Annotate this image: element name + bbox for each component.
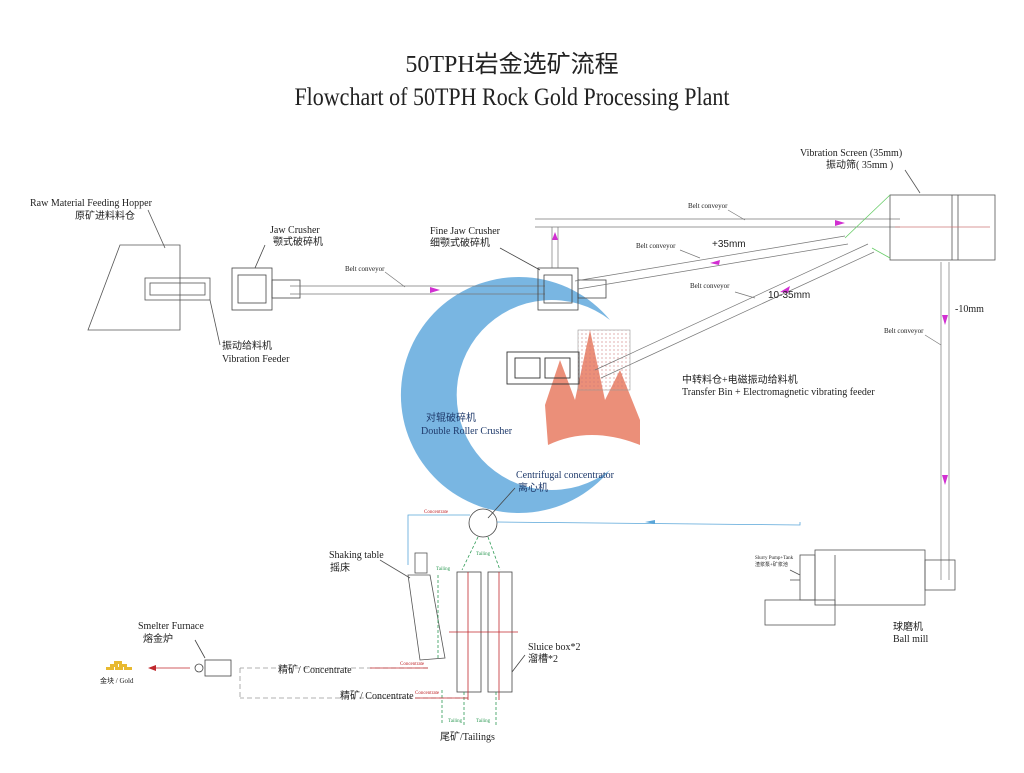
belt-conveyor-label-3: Belt conveyor (636, 242, 676, 250)
ball-mill-label-en: Ball mill (893, 634, 929, 645)
belt-conveyor-return (574, 235, 849, 290)
feeder-label-cn: 振动给料机 (222, 341, 272, 352)
transfer-label-en: Transfer Bin + Electromagnetic vibrating… (682, 387, 875, 398)
sluice-label-cn: 溜槽*2 (528, 654, 558, 665)
concentrate-label-2: 精矿/ Concentrate (340, 691, 414, 702)
ball-mill (764, 549, 956, 626)
hopper-label-en: Raw Material Feeding Hopper (30, 198, 152, 209)
screen-label-en: Vibration Screen (35mm) (800, 148, 903, 159)
size-minus10: -10mm (955, 304, 984, 315)
centrifugal-label-cn: 离心机 (518, 483, 548, 494)
company-logo (400, 277, 640, 513)
gold-label: 金块 / Gold (100, 677, 134, 685)
jaw-crusher-label-cn: 颚式破碎机 (273, 237, 323, 248)
centrifugal-concentrator (407, 487, 801, 571)
flow-tailing-1: Tailing (476, 552, 491, 557)
concentrate-label-1: 精矿/ Concentrate (278, 665, 352, 676)
transfer-label-cn: 中转料仓+电磁振动给料机 (682, 375, 798, 386)
size-10-35: 10-35mm (768, 290, 811, 301)
jaw-crusher (231, 244, 301, 311)
title-english: Flowchart of 50TPH Rock Gold Processing … (294, 84, 730, 111)
double-roller-crusher (506, 351, 580, 385)
belt-conveyor-top (535, 209, 900, 268)
slurry-label-en: Slurry Pump+Tank (755, 556, 794, 561)
flow-tailing-3: Tailing (448, 719, 463, 724)
flow-concentrate-1: Concentrate (424, 510, 449, 515)
flow-tailing-2: Tailing (436, 567, 451, 572)
slurry-label-cn: 渣浆泵+矿浆池 (755, 563, 788, 568)
fine-jaw-label-en: Fine Jaw Crusher (430, 226, 500, 237)
gold-bars-icon (106, 661, 132, 670)
shaking-table-label-cn: 摇床 (330, 563, 350, 574)
belt-conveyor-label-1: Belt conveyor (345, 265, 385, 273)
hopper-label-cn: 原矿进料料仓 (75, 211, 135, 222)
roller-label-en: Double Roller Crusher (421, 426, 513, 437)
vibration-feeder (144, 277, 221, 346)
screen-label-cn: 振动筛( 35mm ) (826, 160, 894, 171)
belt-conveyor-1 (290, 271, 545, 295)
flow-concentrate-2: Concentrate (400, 662, 425, 667)
raw-material-hopper (87, 209, 181, 331)
belt-conveyor-vertical (924, 262, 950, 580)
title-chinese: 50TPH岩金选矿流程 (405, 52, 619, 78)
smelter-furnace (148, 639, 232, 677)
tailings-label: 尾矿/Tailings (440, 732, 495, 743)
size-plus35: +35mm (712, 239, 746, 250)
shaking-table-label-en: Shaking table (329, 550, 384, 561)
roller-label-cn: 对辊破碎机 (426, 413, 476, 424)
flow-concentrate-3: Concentrate (415, 691, 440, 696)
flow-tailing-4: Tailing (476, 719, 491, 724)
smelter-label-cn: 熔金炉 (143, 634, 173, 645)
belt-conveyor-label-5: Belt conveyor (884, 327, 924, 335)
jaw-crusher-label-en: Jaw Crusher (270, 225, 320, 236)
belt-conveyor-label-4: Belt conveyor (690, 282, 730, 290)
shaking-table (379, 552, 446, 661)
belt-conveyor-label-2: Belt conveyor (688, 202, 728, 210)
vibration-screen (844, 169, 996, 261)
sluice-label-en: Sluice box*2 (528, 642, 581, 653)
ball-mill-label-cn: 球磨机 (893, 622, 923, 633)
fine-jaw-label-cn: 细颚式破碎机 (430, 238, 490, 249)
belt-conveyor-mid (594, 243, 875, 379)
sluice-boxes (441, 571, 526, 725)
centrifugal-label-en: Centrifugal concentrator (516, 470, 615, 481)
smelter-label-en: Smelter Furnace (138, 621, 204, 632)
feeder-label-en: Vibration Feeder (222, 354, 290, 365)
concentrate-lines (239, 667, 468, 699)
